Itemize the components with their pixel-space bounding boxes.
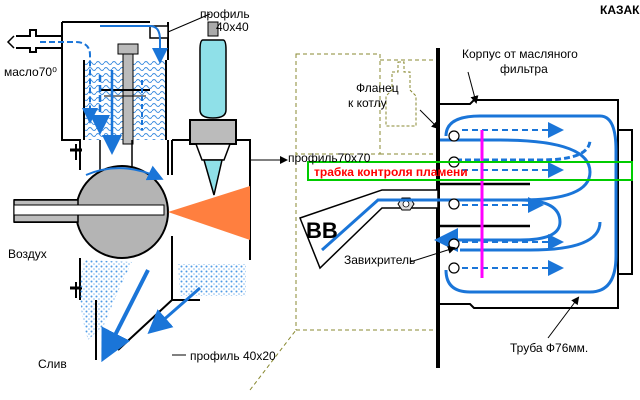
air-inlet-pipe	[13, 199, 165, 223]
flame-cone	[168, 186, 250, 240]
dashed-guides	[249, 53, 436, 391]
label-air: Воздух	[8, 247, 47, 261]
label-drain: Слив	[38, 357, 67, 371]
swirl-dashed-returns	[462, 122, 564, 276]
flame-control-tube-outline	[307, 161, 633, 181]
label-oil-70: масло70⁰	[4, 65, 57, 79]
tank-top-pipe	[100, 13, 211, 64]
nozzle-body	[70, 139, 251, 260]
burner-nozzle-insert	[299, 189, 439, 270]
flange-sketch	[385, 61, 417, 127]
label-profile-70x70: профиль70x70	[288, 151, 371, 165]
label-housing-line1: Корпус от масляного	[462, 47, 578, 61]
label-flame-control-tube: трабка контроля пламени	[314, 165, 468, 179]
label-profile-40x40-line2: 40x40	[216, 20, 249, 34]
oil-inlet-pipe	[6, 29, 98, 124]
label-author: КАЗАК	[600, 3, 640, 17]
label-profile-40x20: профиль 40x20	[190, 349, 276, 363]
circle-ports	[448, 130, 460, 274]
swirl-airflow	[321, 114, 618, 294]
label-bb: BB	[306, 218, 338, 243]
label-flange-line2: к котлу	[348, 96, 387, 110]
inner-tube	[438, 182, 530, 228]
label-pipe-76: Труба Ф76мм.	[510, 341, 589, 355]
pointer-lines	[409, 71, 580, 339]
lower-chamber	[70, 236, 246, 363]
label-profile-40x40-line1: профиль	[200, 7, 250, 21]
label-housing-line2: фильтра	[500, 62, 548, 76]
spark-plug	[189, 21, 237, 196]
oil-flow-arrows	[90, 70, 143, 155]
label-flange-line1: Фланец	[356, 81, 399, 95]
label-swirler: Завихритель	[344, 253, 416, 267]
